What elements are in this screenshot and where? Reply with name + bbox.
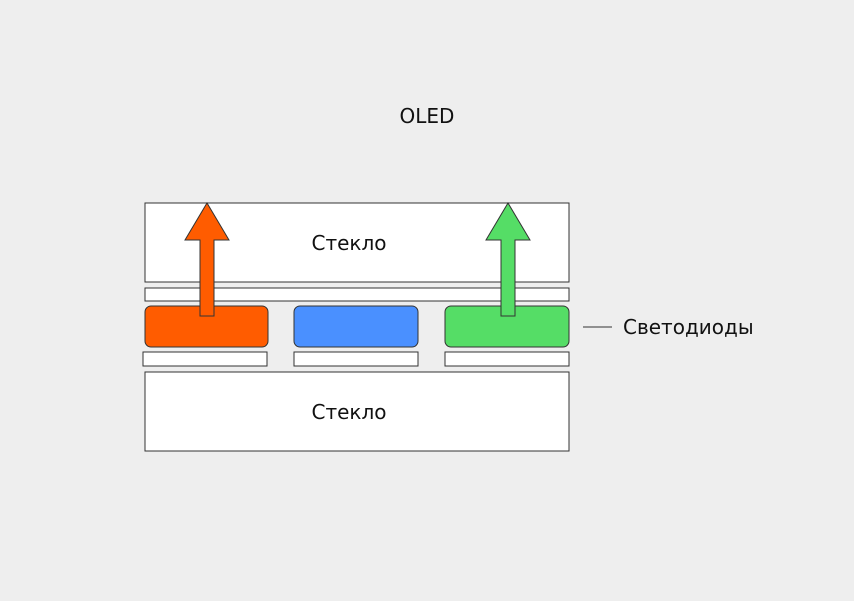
glass-bottom	[144, 371, 570, 452]
electrode-bottom-center	[293, 351, 419, 367]
glass-top-label: Стекло	[311, 231, 386, 255]
leds-label: Светодиоды	[623, 315, 754, 339]
electrode-top	[144, 287, 570, 302]
glass-top	[144, 202, 570, 283]
arrow-up-icon	[485, 202, 531, 317]
arrow-up-icon	[184, 202, 230, 317]
glass-bottom-label: Стекло	[311, 400, 386, 424]
led-blue	[293, 305, 419, 348]
diagram-title: OLED	[400, 104, 455, 128]
electrode-bottom-right	[444, 351, 570, 367]
electrode-bottom-left	[142, 351, 268, 367]
